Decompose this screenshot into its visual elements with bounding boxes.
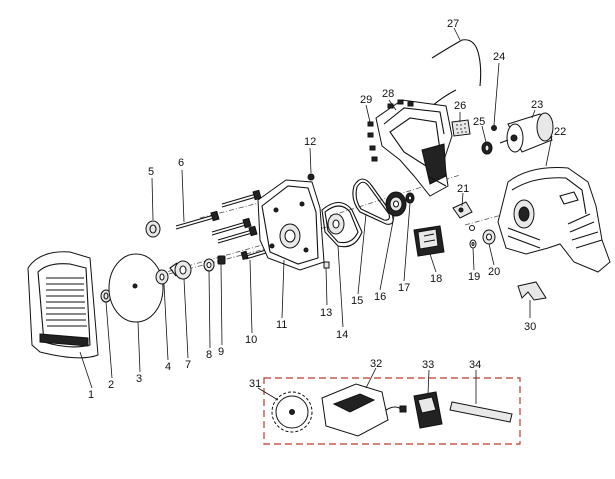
label-part-1: 1 bbox=[88, 389, 94, 401]
assembly-axis-line bbox=[119, 174, 521, 286]
label-part-23: 23 bbox=[531, 99, 543, 111]
part-31-spare-blade bbox=[271, 391, 313, 433]
part-34-hex-key bbox=[449, 401, 513, 423]
label-part-24: 24 bbox=[493, 51, 505, 63]
label-part-20: 20 bbox=[488, 266, 500, 278]
part-9-nut bbox=[217, 255, 226, 265]
part-21-latch bbox=[452, 201, 475, 231]
part-8-washer bbox=[203, 258, 215, 272]
label-part-16: 16 bbox=[374, 291, 386, 303]
part-24-screw bbox=[491, 125, 497, 131]
label-part-32: 32 bbox=[370, 358, 382, 370]
part-20-bushing bbox=[482, 229, 496, 245]
label-part-7: 7 bbox=[185, 359, 191, 371]
part-7-flange bbox=[169, 260, 192, 280]
part-25-pinion bbox=[481, 141, 493, 155]
part-30-clip bbox=[517, 281, 547, 301]
label-part-30: 30 bbox=[524, 321, 536, 333]
part-10-bolts bbox=[240, 249, 267, 261]
part-6-long-screws bbox=[175, 189, 262, 244]
part-1-blade-guard bbox=[27, 251, 99, 359]
label-part-31: 31 bbox=[249, 378, 261, 390]
part-22-handle-body bbox=[497, 167, 611, 273]
label-part-13: 13 bbox=[320, 307, 332, 319]
part-19-washer bbox=[469, 239, 477, 249]
label-part-4: 4 bbox=[165, 361, 171, 373]
part-13-pin bbox=[323, 261, 330, 269]
part-26-label-plate bbox=[451, 119, 471, 137]
part-17-bearing bbox=[405, 192, 415, 204]
part-23-motor bbox=[499, 112, 554, 153]
leader-lines bbox=[79, 27, 553, 404]
label-part-18: 18 bbox=[430, 273, 442, 285]
part-14-gasket bbox=[321, 201, 363, 248]
part-3-saw-disc bbox=[108, 253, 164, 323]
label-part-28: 28 bbox=[382, 88, 394, 100]
part-32-charger bbox=[321, 383, 407, 437]
label-part-15: 15 bbox=[351, 295, 363, 307]
label-part-6: 6 bbox=[178, 157, 184, 169]
part-14-pulley bbox=[327, 213, 345, 235]
label-part-33: 33 bbox=[422, 359, 434, 371]
label-part-11: 11 bbox=[276, 319, 287, 331]
label-part-8: 8 bbox=[206, 349, 212, 361]
label-part-25: 25 bbox=[473, 116, 485, 128]
label-part-9: 9 bbox=[218, 346, 224, 358]
label-part-26: 26 bbox=[454, 100, 466, 112]
label-part-2: 2 bbox=[108, 379, 114, 391]
part-16-gear bbox=[385, 191, 407, 217]
label-part-27: 27 bbox=[447, 18, 459, 30]
part-27-cable bbox=[431, 39, 482, 107]
label-part-17: 17 bbox=[398, 282, 410, 294]
part-33-battery bbox=[413, 391, 443, 429]
label-part-5: 5 bbox=[148, 166, 154, 178]
label-part-29: 29 bbox=[360, 94, 372, 106]
part-5-cap bbox=[145, 220, 161, 238]
label-part-10: 10 bbox=[245, 334, 257, 346]
label-part-34: 34 bbox=[469, 359, 481, 371]
part-18-switch bbox=[413, 225, 445, 257]
part-28-half-housing bbox=[375, 99, 453, 197]
label-part-14: 14 bbox=[336, 329, 348, 341]
part-12-screw bbox=[307, 173, 315, 181]
label-part-3: 3 bbox=[136, 373, 142, 385]
label-part-12: 12 bbox=[304, 136, 316, 148]
part-4-washer bbox=[155, 269, 169, 285]
part-11-housing-plate bbox=[257, 179, 325, 271]
label-part-22: 22 bbox=[554, 126, 566, 138]
label-part-19: 19 bbox=[468, 271, 480, 283]
part-number-labels: 1 2 3 4 5 6 7 8 9 10 11 12 13 14 15 16 1… bbox=[88, 18, 566, 401]
label-part-21: 21 bbox=[457, 183, 469, 195]
accessory-kit-border bbox=[263, 377, 521, 445]
